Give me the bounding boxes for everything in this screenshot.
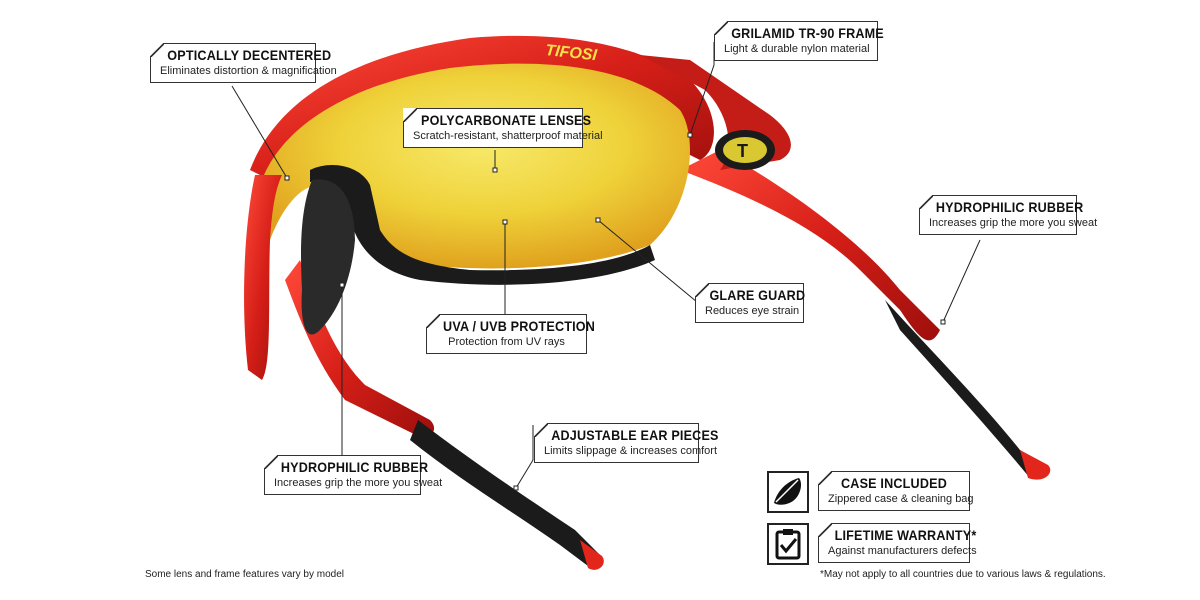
callout-ear-pieces: ADJUSTABLE EAR PIECES Limits slippage & … xyxy=(534,423,719,463)
leader-dots xyxy=(284,132,946,491)
callout-uva-uvb: UVA / UVB PROTECTION Protection from UV … xyxy=(426,314,596,354)
feature-title: CASE INCLUDED xyxy=(841,475,947,491)
hinge-logo: T xyxy=(715,130,775,170)
callout-polycarbonate: POLYCARBONATE LENSES Scratch-resistant, … xyxy=(403,108,603,148)
callout-optically-decentered: OPTICALLY DECENTERED Eliminates distorti… xyxy=(150,43,337,83)
callout-title: ADJUSTABLE EAR PIECES xyxy=(551,427,719,443)
callout-hydrophilic-right: HYDROPHILIC RUBBER Increases grip the mo… xyxy=(919,195,1098,235)
callout-subtitle: Protection from UV rays xyxy=(448,336,565,348)
left-temple-arm xyxy=(285,260,604,570)
case-icon-glyph xyxy=(774,478,801,505)
callout-title: POLYCARBONATE LENSES xyxy=(421,112,592,128)
leader-glare-guard xyxy=(597,219,698,303)
nose-pad xyxy=(301,179,355,335)
footnote-left: Some lens and frame features vary by mod… xyxy=(145,569,344,580)
leader-optically-decentered xyxy=(231,85,288,179)
case-icon xyxy=(767,471,809,513)
callout-subtitle: Limits slippage & increases comfort xyxy=(544,445,718,457)
leader-hydrophilic-right xyxy=(942,239,981,323)
callout-hydrophilic-left: HYDROPHILIC RUBBER Increases grip the mo… xyxy=(264,455,443,495)
callout-title: OPTICALLY DECENTERED xyxy=(167,47,332,63)
callout-title: HYDROPHILIC RUBBER xyxy=(935,199,1084,215)
feature-title: LIFETIME WARRANTY* xyxy=(834,527,977,543)
feature-subtitle: Against manufacturers defects xyxy=(828,545,977,557)
callout-subtitle: Increases grip the more you sweat xyxy=(929,217,1098,229)
footnote-right: *May not apply to all countries due to v… xyxy=(820,569,1106,580)
callout-grilamid: GRILAMID TR-90 FRAME Light & durable nyl… xyxy=(714,21,884,61)
brand-mark: TIFOSI xyxy=(545,42,599,64)
callout-title: GLARE GUARD xyxy=(709,287,806,303)
callout-subtitle: Scratch-resistant, shatterproof material xyxy=(413,130,603,142)
leader-ear-pieces xyxy=(515,425,534,489)
callout-glare-guard: GLARE GUARD Reduces eye strain xyxy=(695,283,806,323)
svg-text:T: T xyxy=(737,141,748,161)
lower-rim xyxy=(310,165,655,285)
feature-case: CASE INCLUDED Zippered case & cleaning b… xyxy=(818,471,974,511)
callout-subtitle: Reduces eye strain xyxy=(705,305,800,317)
callout-title: GRILAMID TR-90 FRAME xyxy=(731,25,884,41)
checklist-icon-glyph xyxy=(775,529,801,560)
frame-left-edge xyxy=(244,175,282,380)
checklist-icon xyxy=(767,523,809,565)
callout-title: UVA / UVB PROTECTION xyxy=(443,318,596,334)
callout-subtitle: Eliminates distortion & magnification xyxy=(160,65,337,77)
feature-warranty: LIFETIME WARRANTY* Against manufacturers… xyxy=(818,523,977,563)
callout-subtitle: Light & durable nylon material xyxy=(724,43,870,55)
callout-title: HYDROPHILIC RUBBER xyxy=(280,459,429,475)
feature-subtitle: Zippered case & cleaning bag xyxy=(828,493,974,505)
callout-subtitle: Increases grip the more you sweat xyxy=(274,477,443,489)
right-temple-arm xyxy=(680,150,1051,480)
